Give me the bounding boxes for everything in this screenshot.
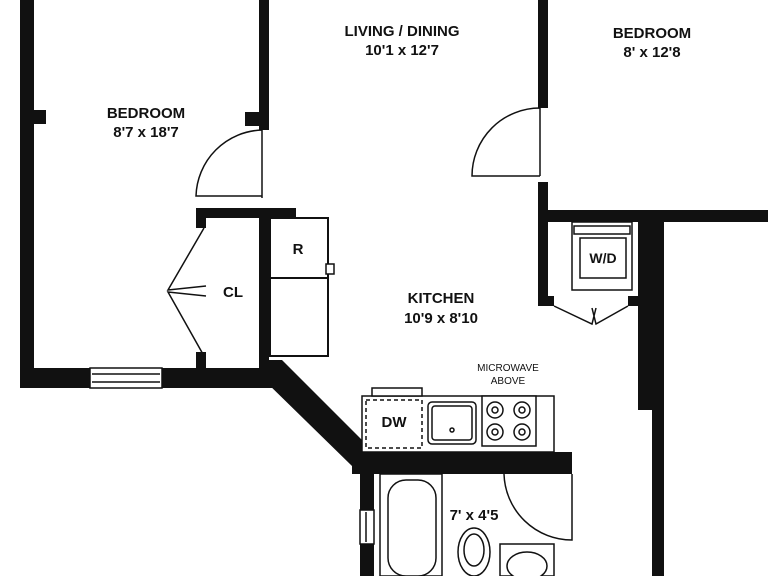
living-dining-name: LIVING / DINING (344, 23, 459, 40)
window-bedroom-left (89, 367, 163, 389)
door-bedroom-right (471, 107, 541, 177)
window-bath (359, 509, 375, 545)
wall-closet-left (196, 208, 206, 228)
door-closet-bifold (166, 227, 207, 357)
kitchen-name: KITCHEN (408, 290, 475, 307)
wall-stub-a (245, 112, 269, 126)
door-bedroom-left (195, 129, 263, 198)
wall-closet-top (196, 208, 296, 218)
wall-bath-west-a (360, 466, 374, 510)
wall-east-lower (652, 410, 664, 576)
bedroom-left-size: 8'7 x 18'7 (113, 124, 179, 141)
wall-east (638, 210, 664, 410)
wall-bedroom-right-west-lower (538, 182, 548, 212)
bedroom-right-size: 8' x 12'8 (623, 44, 680, 61)
microwave-label-line2: ABOVE (491, 376, 526, 387)
bedroom-right-name: BEDROOM (613, 25, 691, 42)
wall-bedroom-living-upper (259, 0, 269, 130)
window-diagonal (277, 371, 343, 435)
living-dining-size: 10'1 x 12'7 (365, 42, 439, 59)
wall-living-bedroom-right (538, 0, 548, 108)
wall-left-bedroom-south-a (20, 368, 90, 388)
refrigerator-label: R (293, 241, 304, 258)
walls (20, 0, 768, 576)
wall-laundry-stub-a (538, 296, 554, 306)
stove (481, 395, 537, 447)
kitchen-size: 10'9 x 8'10 (404, 310, 478, 327)
bedroom-left-name: BEDROOM (107, 105, 185, 122)
microwave-label-line1: MICROWAVE (477, 363, 539, 374)
wall-bath-west-b (360, 544, 374, 576)
dishwasher-label: DW (382, 414, 408, 431)
washer-dryer (571, 221, 633, 291)
bath-sink (499, 543, 555, 576)
wall-left-bedroom-west (20, 0, 34, 388)
wall-kitchen-bath (352, 452, 572, 474)
washer-dryer-label: W/D (589, 250, 616, 266)
bath-size: 7' x 4'5 (450, 507, 499, 524)
wall-stub-b (34, 110, 46, 124)
wall-bedroom-living-lower (259, 210, 269, 375)
wall-laundry-west (538, 212, 548, 304)
door-bath (503, 473, 573, 541)
door-laundry-bifold (553, 305, 629, 326)
bathtub (379, 473, 443, 576)
wall-closet-bottom-stub (196, 352, 206, 372)
doors (166, 107, 629, 541)
refrigerator (269, 217, 335, 357)
kitchen-sink (427, 401, 477, 445)
closet-label: CL (223, 284, 243, 301)
wall-left-bedroom-south-b (162, 368, 274, 388)
dishwasher (365, 399, 423, 449)
wall-laundry-stub-b (628, 296, 644, 306)
toilet (457, 527, 491, 576)
